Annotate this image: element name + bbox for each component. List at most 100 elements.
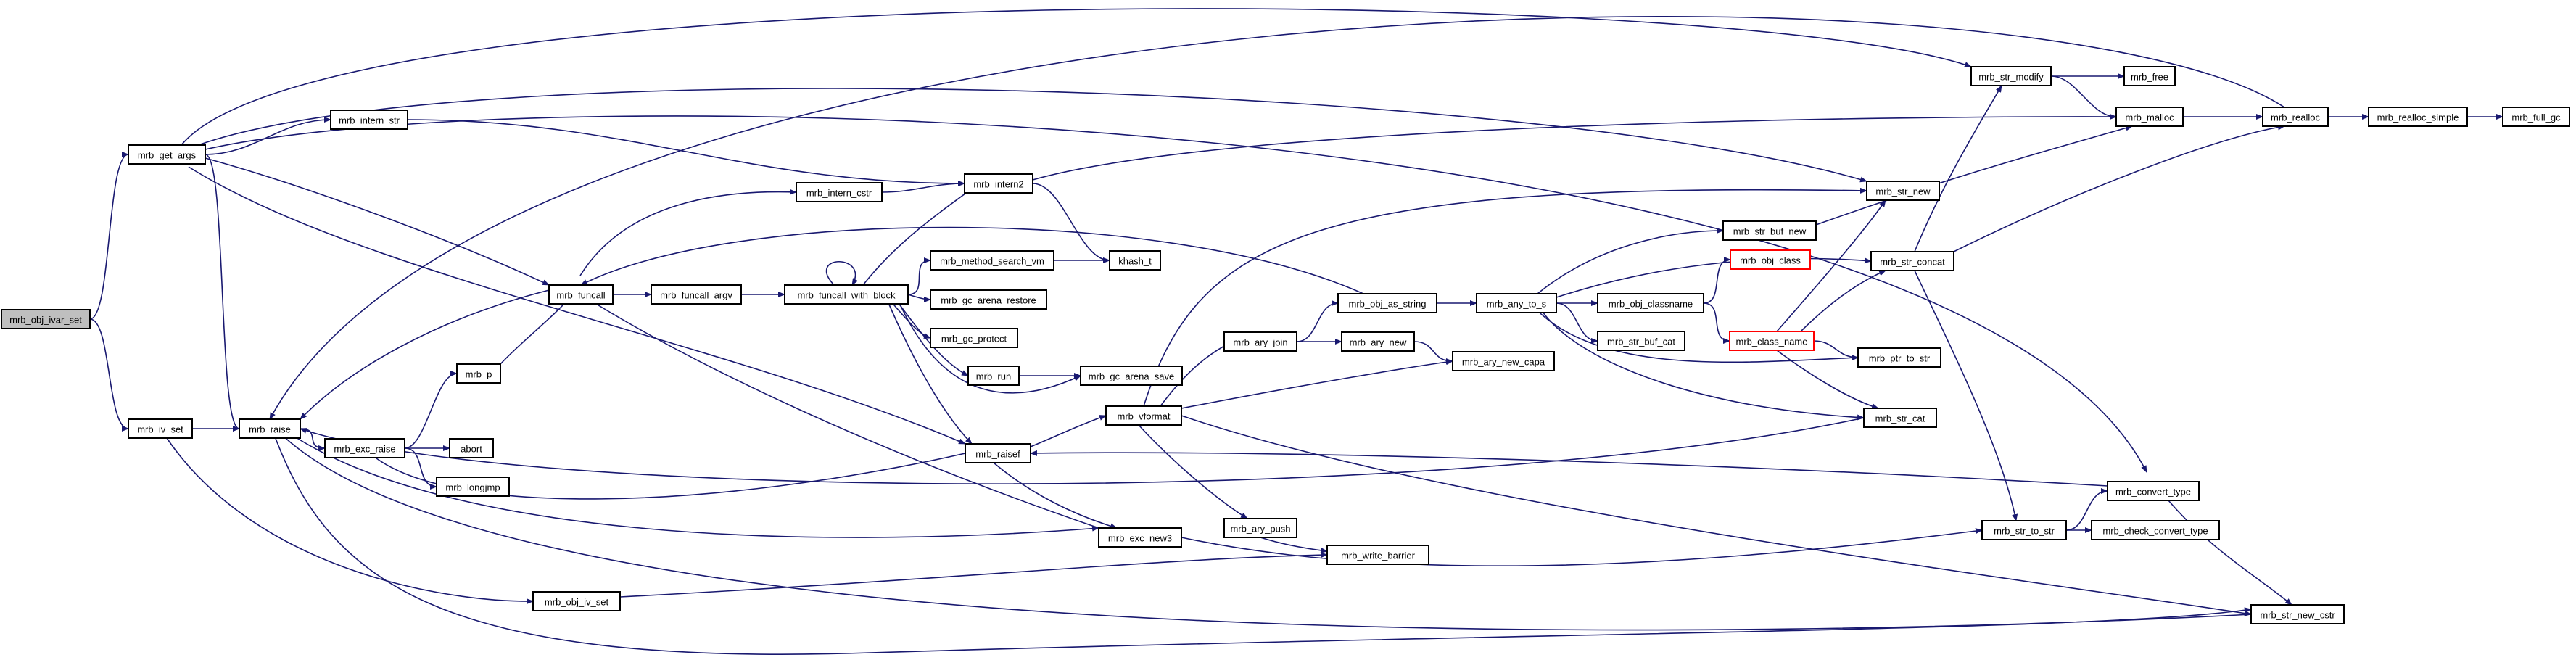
node-mrb-ary-new[interactable]: mrb_ary_new [1341,331,1415,352]
node-mrb-vformat[interactable]: mrb_vformat [1105,405,1182,426]
node-label: khash_t [1118,256,1152,267]
node-mrb-intern2[interactable]: mrb_intern2 [964,173,1033,194]
node-box [930,250,1054,271]
node-mrb-ary-push[interactable]: mrb_ary_push [1223,518,1297,538]
node-label: mrb_obj_classname [1609,299,1693,310]
node-mrb-malloc[interactable]: mrb_malloc [2115,107,2184,127]
node-box [2502,107,2570,127]
node-mrb-exc-new3[interactable]: mrb_exc_new3 [1098,527,1182,548]
node-mrb-funcall[interactable]: mrb_funcall [548,284,614,305]
node-box [965,443,1031,463]
node-mrb-realloc-simple[interactable]: mrb_realloc_simple [2368,107,2468,127]
node-mrb-write-barrier[interactable]: mrb_write_barrier [1326,545,1429,565]
node-box [128,144,206,165]
edge-mrb_ary_new-to-mrb_ary_new_capa [1413,341,1453,364]
edge-mrb_intern2-to-khash_t [1032,183,1110,263]
node-mrb-run[interactable]: mrb_run [967,366,1020,386]
node-label: mrb_free [2131,72,2168,83]
node-mrb-get-args[interactable]: mrb_get_args [128,144,206,165]
node-mrb-iv-set[interactable]: mrb_iv_set [128,418,193,439]
node-khash-t[interactable]: khash_t [1109,250,1161,271]
node-mrb-gc-arena-save[interactable]: mrb_gc_arena_save [1080,366,1183,386]
node-box [1337,293,1437,313]
node-mrb-gc-protect[interactable]: mrb_gc_protect [930,328,1018,348]
node-mrb-str-buf-new[interactable]: mrb_str_buf_new [1722,220,1817,241]
edge-mrb_intern2-to-mrb_malloc [1032,113,2117,181]
node-box [456,363,501,384]
node-mrb-free[interactable]: mrb_free [2123,66,2176,86]
edge-mrb_funcall_with_block-to-mrb_raisef [884,294,973,445]
node-label: mrb_funcall_with_block [797,290,896,301]
node-box [548,284,614,305]
node-mrb-raisef[interactable]: mrb_raisef [965,443,1031,463]
edge-mrb_funcall_with_block-to-mrb_method_search_vm [907,257,931,295]
node-mrb-obj-classname[interactable]: mrb_obj_classname [1597,293,1704,313]
node-mrb-p[interactable]: mrb_p [456,363,501,384]
node-box [967,366,1020,386]
node-box [1863,408,1937,428]
node-mrb-gc-arena-restore[interactable]: mrb_gc_arena_restore [930,289,1047,310]
edge-mrb_raise-to-mrb_exc_new3 [282,428,1099,538]
node-mrb-ary-new-capa[interactable]: mrb_ary_new_capa [1452,351,1555,371]
node-mrb-str-new[interactable]: mrb_str_new [1866,181,1940,201]
node-mrb-raise[interactable]: mrb_raise [239,418,301,439]
node-box [532,591,621,611]
edge-mrb_class_name-to-mrb_str_concat [1798,270,1886,334]
node-mrb-longjmp[interactable]: mrb_longjmp [436,477,510,497]
node-label: mrb_get_args [138,150,197,161]
node-mrb-str-cat[interactable]: mrb_str_cat [1863,408,1937,428]
edge-mrb_str_cat-to-mrb_raise [300,417,1865,484]
node-box [651,284,742,305]
node-mrb-method-search-vm[interactable]: mrb_method_search_vm [930,250,1054,271]
node-mrb-funcall-argv[interactable]: mrb_funcall_argv [651,284,742,305]
node-mrb-check-convert-type[interactable]: mrb_check_convert_type [2091,520,2220,540]
edge-mrb_convert_type-to-mrb_str_new_cstr [2168,500,2292,606]
node-label: mrb_check_convert_type [2102,526,2208,537]
edge-mrb_funcall-to-mrb_raise [300,289,550,420]
edge-mrb_raise-to-mrb_exc_raise [300,428,326,451]
node-mrb-intern-str[interactable]: mrb_intern_str [330,110,408,130]
node-mrb-realloc[interactable]: mrb_realloc [2262,107,2329,127]
edge-mrb_funcall_with_block-to-mrb_gc_arena_restore [907,294,931,302]
node-mrb-any-to-s[interactable]: mrb_any_to_s [1476,293,1557,313]
node-mrb-obj-as-string[interactable]: mrb_obj_as_string [1337,293,1437,313]
edge-mrb_iv_set-to-mrb_obj_iv_set [166,437,534,605]
node-mrb-str-modify[interactable]: mrb_str_modify [1970,66,2052,86]
node-mrb-str-concat[interactable]: mrb_str_concat [1870,251,1954,271]
node-mrb-intern-cstr[interactable]: mrb_intern_cstr [796,182,883,202]
node-box [1597,293,1704,313]
edge-mrb_get_args-to-mrb_str_modify [181,8,1972,146]
node-box [1476,293,1557,313]
edge-mrb_ary_push-to-mrb_write_barrier [1260,537,1328,553]
node-mrb-str-to-str[interactable]: mrb_str_to_str [1981,520,2067,540]
edge-mrb_any_to_s-to-mrb_str_cat [1537,302,1865,421]
node-mrb-full-gc[interactable]: mrb_full_gc [2502,107,2570,127]
node-label: mrb_funcall_argv [660,290,732,301]
edge-mrb_exc_new3-to-mrb_funcall [580,294,1099,529]
node-mrb-obj-iv-set[interactable]: mrb_obj_iv_set [532,591,621,611]
edge-mrb_funcall_with_block-to-mrb_gc_arena_save [895,294,1081,394]
node-label: mrb_obj_ivar_set [9,315,82,326]
edge-mrb_get_args-to-mrb_convert_type [192,115,2147,473]
node-box [2107,481,2200,501]
node-mrb-str-new-cstr[interactable]: mrb_str_new_cstr [2250,604,2345,624]
node-box [1223,518,1297,538]
node-label: mrb_gc_protect [941,334,1007,345]
node-box [239,418,301,439]
node-mrb-exc-raise[interactable]: mrb_exc_raise [324,438,405,458]
node-mrb-convert-type[interactable]: mrb_convert_type [2107,481,2200,501]
node-mrb-ptr-to-str[interactable]: mrb_ptr_to_str [1857,347,1941,368]
edge-mrb_obj_classname-to-mrb_obj_class [1703,257,1731,304]
node-mrb-class-name[interactable]: mrb_class_name [1729,331,1815,351]
node-mrb-ary-join[interactable]: mrb_ary_join [1223,331,1297,352]
edge-mrb_any_to_s-to-mrb_ptr_to_str [1530,302,1859,363]
node-abort[interactable]: abort [449,438,494,458]
node-mrb-obj-class[interactable]: mrb_obj_class [1730,249,1811,270]
edge-mrb_str_concat-to-mrb_realloc [1953,124,2285,252]
node-mrb-funcall-with-block[interactable]: mrb_funcall_with_block [784,284,909,305]
node-mrb-str-buf-cat[interactable]: mrb_str_buf_cat [1597,331,1685,351]
node-box [796,182,883,202]
edge-mrb_get_args-to-mrb_raise [205,154,240,432]
edge-mrb_convert_type-to-mrb_raisef [1030,450,2108,487]
edge-mrb_str_modify-to-mrb_malloc [2050,75,2117,120]
